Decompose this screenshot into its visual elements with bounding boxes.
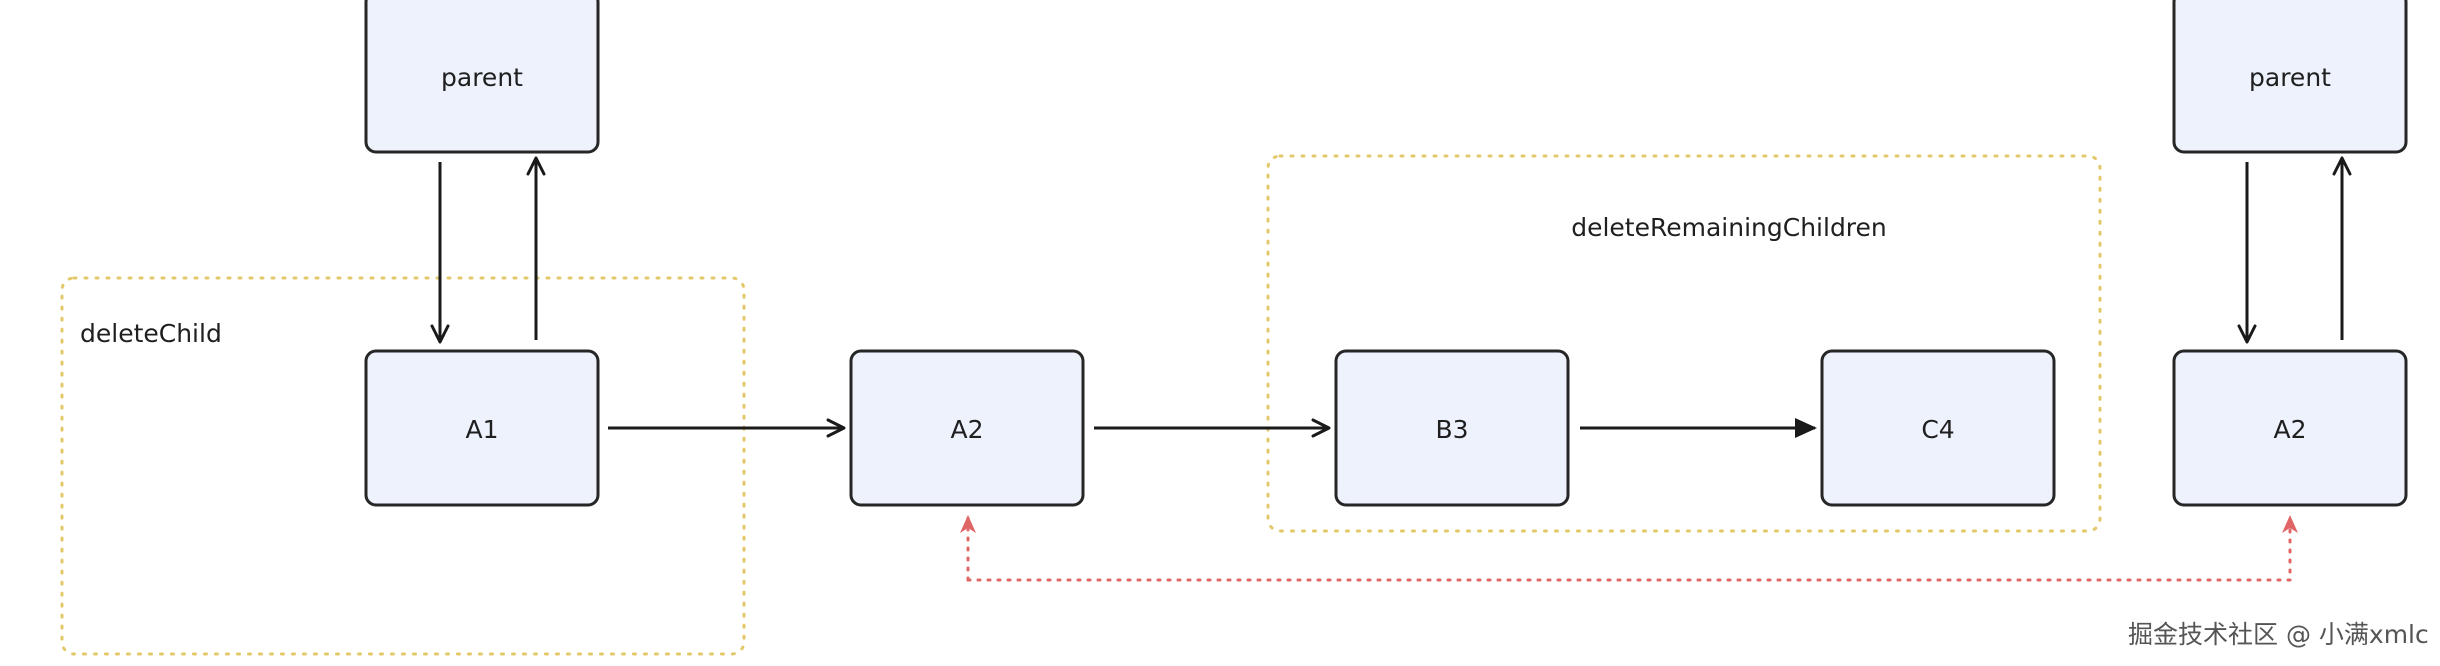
- node-label: B3: [1435, 415, 1468, 444]
- node-label: A2: [950, 415, 983, 444]
- edge-a2-dotted-right-leg: [966, 514, 2298, 582]
- group-delete-remaining-children: deleteRemainingChildren: [1266, 154, 2102, 533]
- node-a1: A1: [364, 349, 600, 507]
- watermark: 掘金技术社区 @ 小满xmlc: [2128, 620, 2429, 649]
- node-label: parent: [441, 63, 523, 92]
- node-label: A1: [465, 415, 498, 444]
- edges: [430, 156, 2352, 582]
- node-parent-right: parent: [2172, 0, 2408, 154]
- node-b3: B3: [1334, 349, 1570, 507]
- node-a2-mid: A2: [849, 349, 1085, 507]
- group-label-delete-remaining-children: deleteRemainingChildren: [1571, 213, 1887, 242]
- node-label: parent: [2249, 63, 2331, 92]
- node-c4: C4: [1820, 349, 2056, 507]
- node-label: C4: [1921, 415, 1954, 444]
- node-parent-left: parent: [364, 0, 600, 154]
- group-label-delete-child: deleteChild: [80, 319, 222, 348]
- node-label: A2: [2273, 415, 2306, 444]
- group-delete-child: deleteChild: [60, 276, 746, 656]
- node-a2-right: A2: [2172, 349, 2408, 507]
